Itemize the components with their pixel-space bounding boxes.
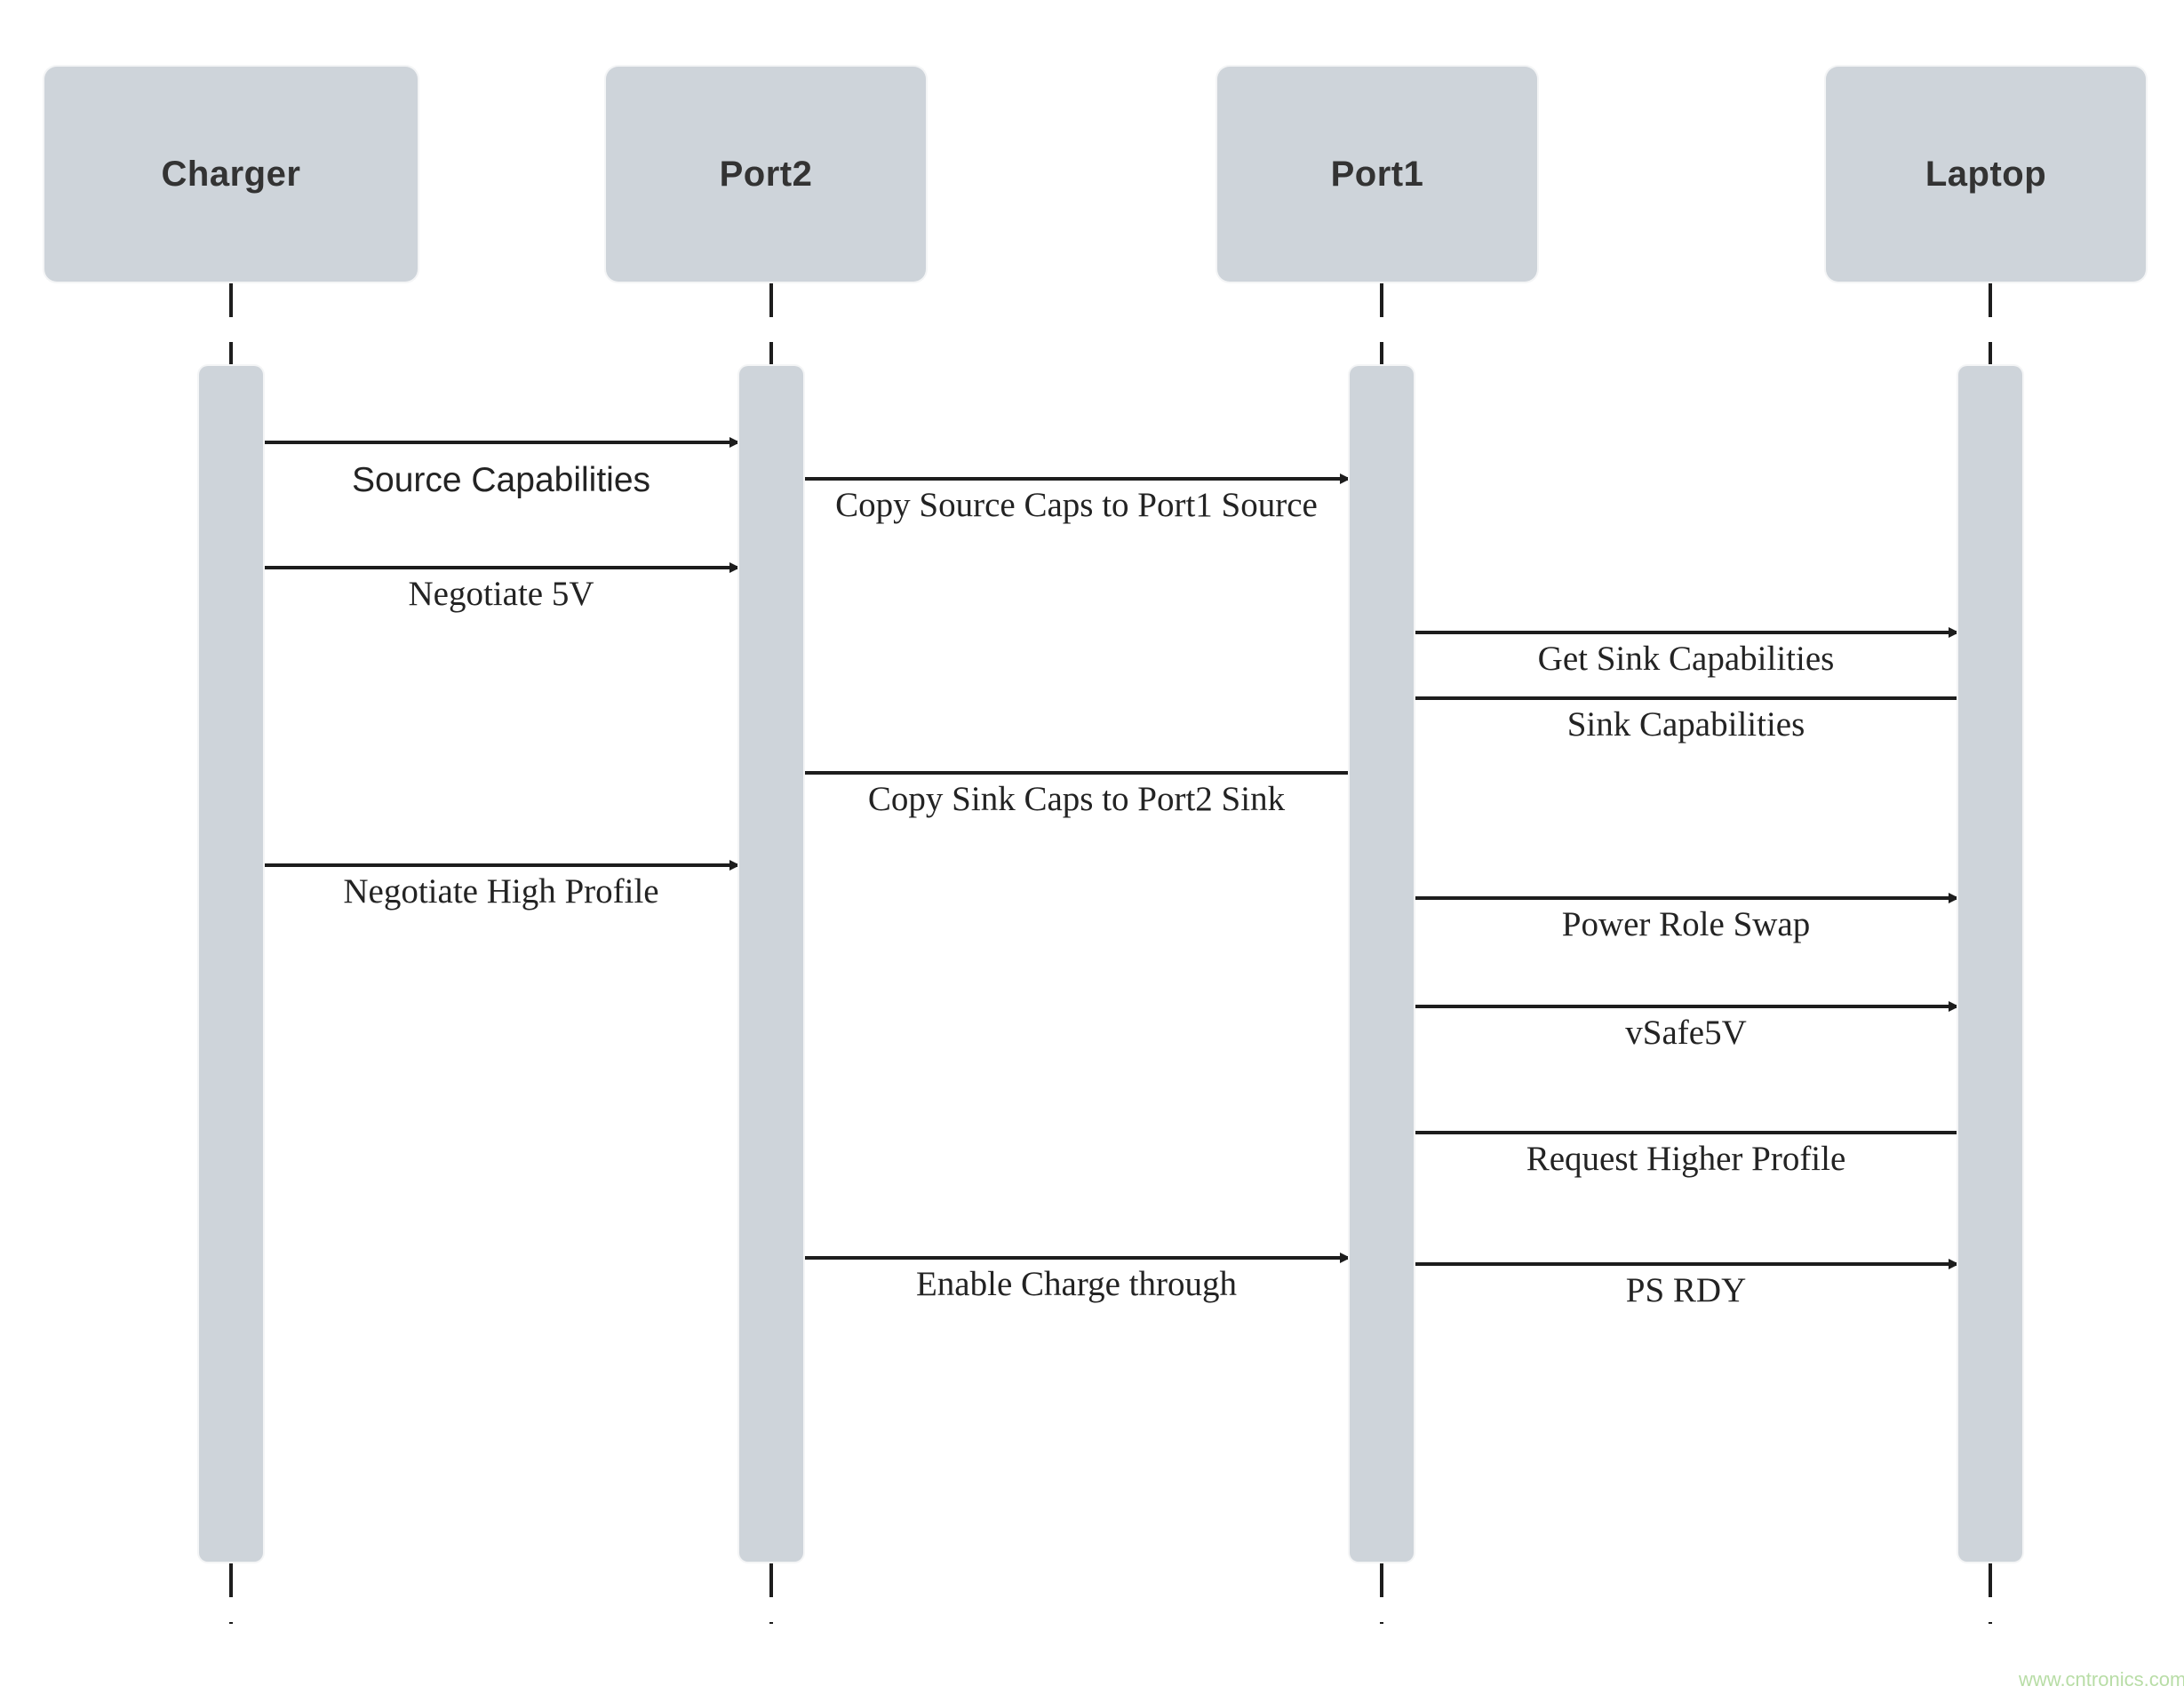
message-label-m8: Power Role Swap — [1561, 905, 1811, 943]
message-label-m10: Request Higher Profile — [1526, 1140, 1846, 1178]
message-label-m11: Enable Charge through — [915, 1265, 1238, 1303]
message-label-m6: Copy Sink Caps to Port2 Sink — [867, 780, 1286, 818]
message-label-m3: Negotiate 5V — [408, 575, 594, 613]
message-label-m5: Sink Capabilities — [1566, 705, 1805, 744]
message-label-m4: Get Sink Capabilities — [1537, 640, 1835, 678]
activation-bar-laptop — [1958, 366, 2022, 1562]
actor-box-laptop[interactable]: Laptop — [1826, 67, 2146, 282]
activation-bar-charger — [199, 366, 263, 1562]
actor-label-laptop: Laptop — [1925, 154, 2047, 194]
activation-bar-port2 — [739, 366, 803, 1562]
actor-box-port1[interactable]: Port1 — [1217, 67, 1537, 282]
actor-box-port2[interactable]: Port2 — [606, 67, 926, 282]
message-label-m12: PS RDY — [1625, 1271, 1747, 1309]
lifeline-dashes — [229, 282, 1992, 1624]
actor-label-charger: Charger — [161, 154, 301, 194]
actor-box-charger[interactable]: Charger — [44, 67, 418, 282]
message-label-m7: Negotiate High Profile — [343, 872, 659, 911]
actor-label-port2: Port2 — [719, 154, 813, 194]
message-label-m1: Source Capabilities — [351, 461, 651, 499]
watermark: www.cntronics.com — [2019, 1668, 2184, 1690]
message-label-m2: Copy Source Caps to Port1 Source — [835, 486, 1318, 524]
actor-label-port1: Port1 — [1330, 154, 1424, 194]
message-arrows — [253, 437, 1959, 1269]
activation-bar-port1 — [1350, 366, 1414, 1562]
message-label-m9: vSafe5V — [1625, 1014, 1747, 1052]
